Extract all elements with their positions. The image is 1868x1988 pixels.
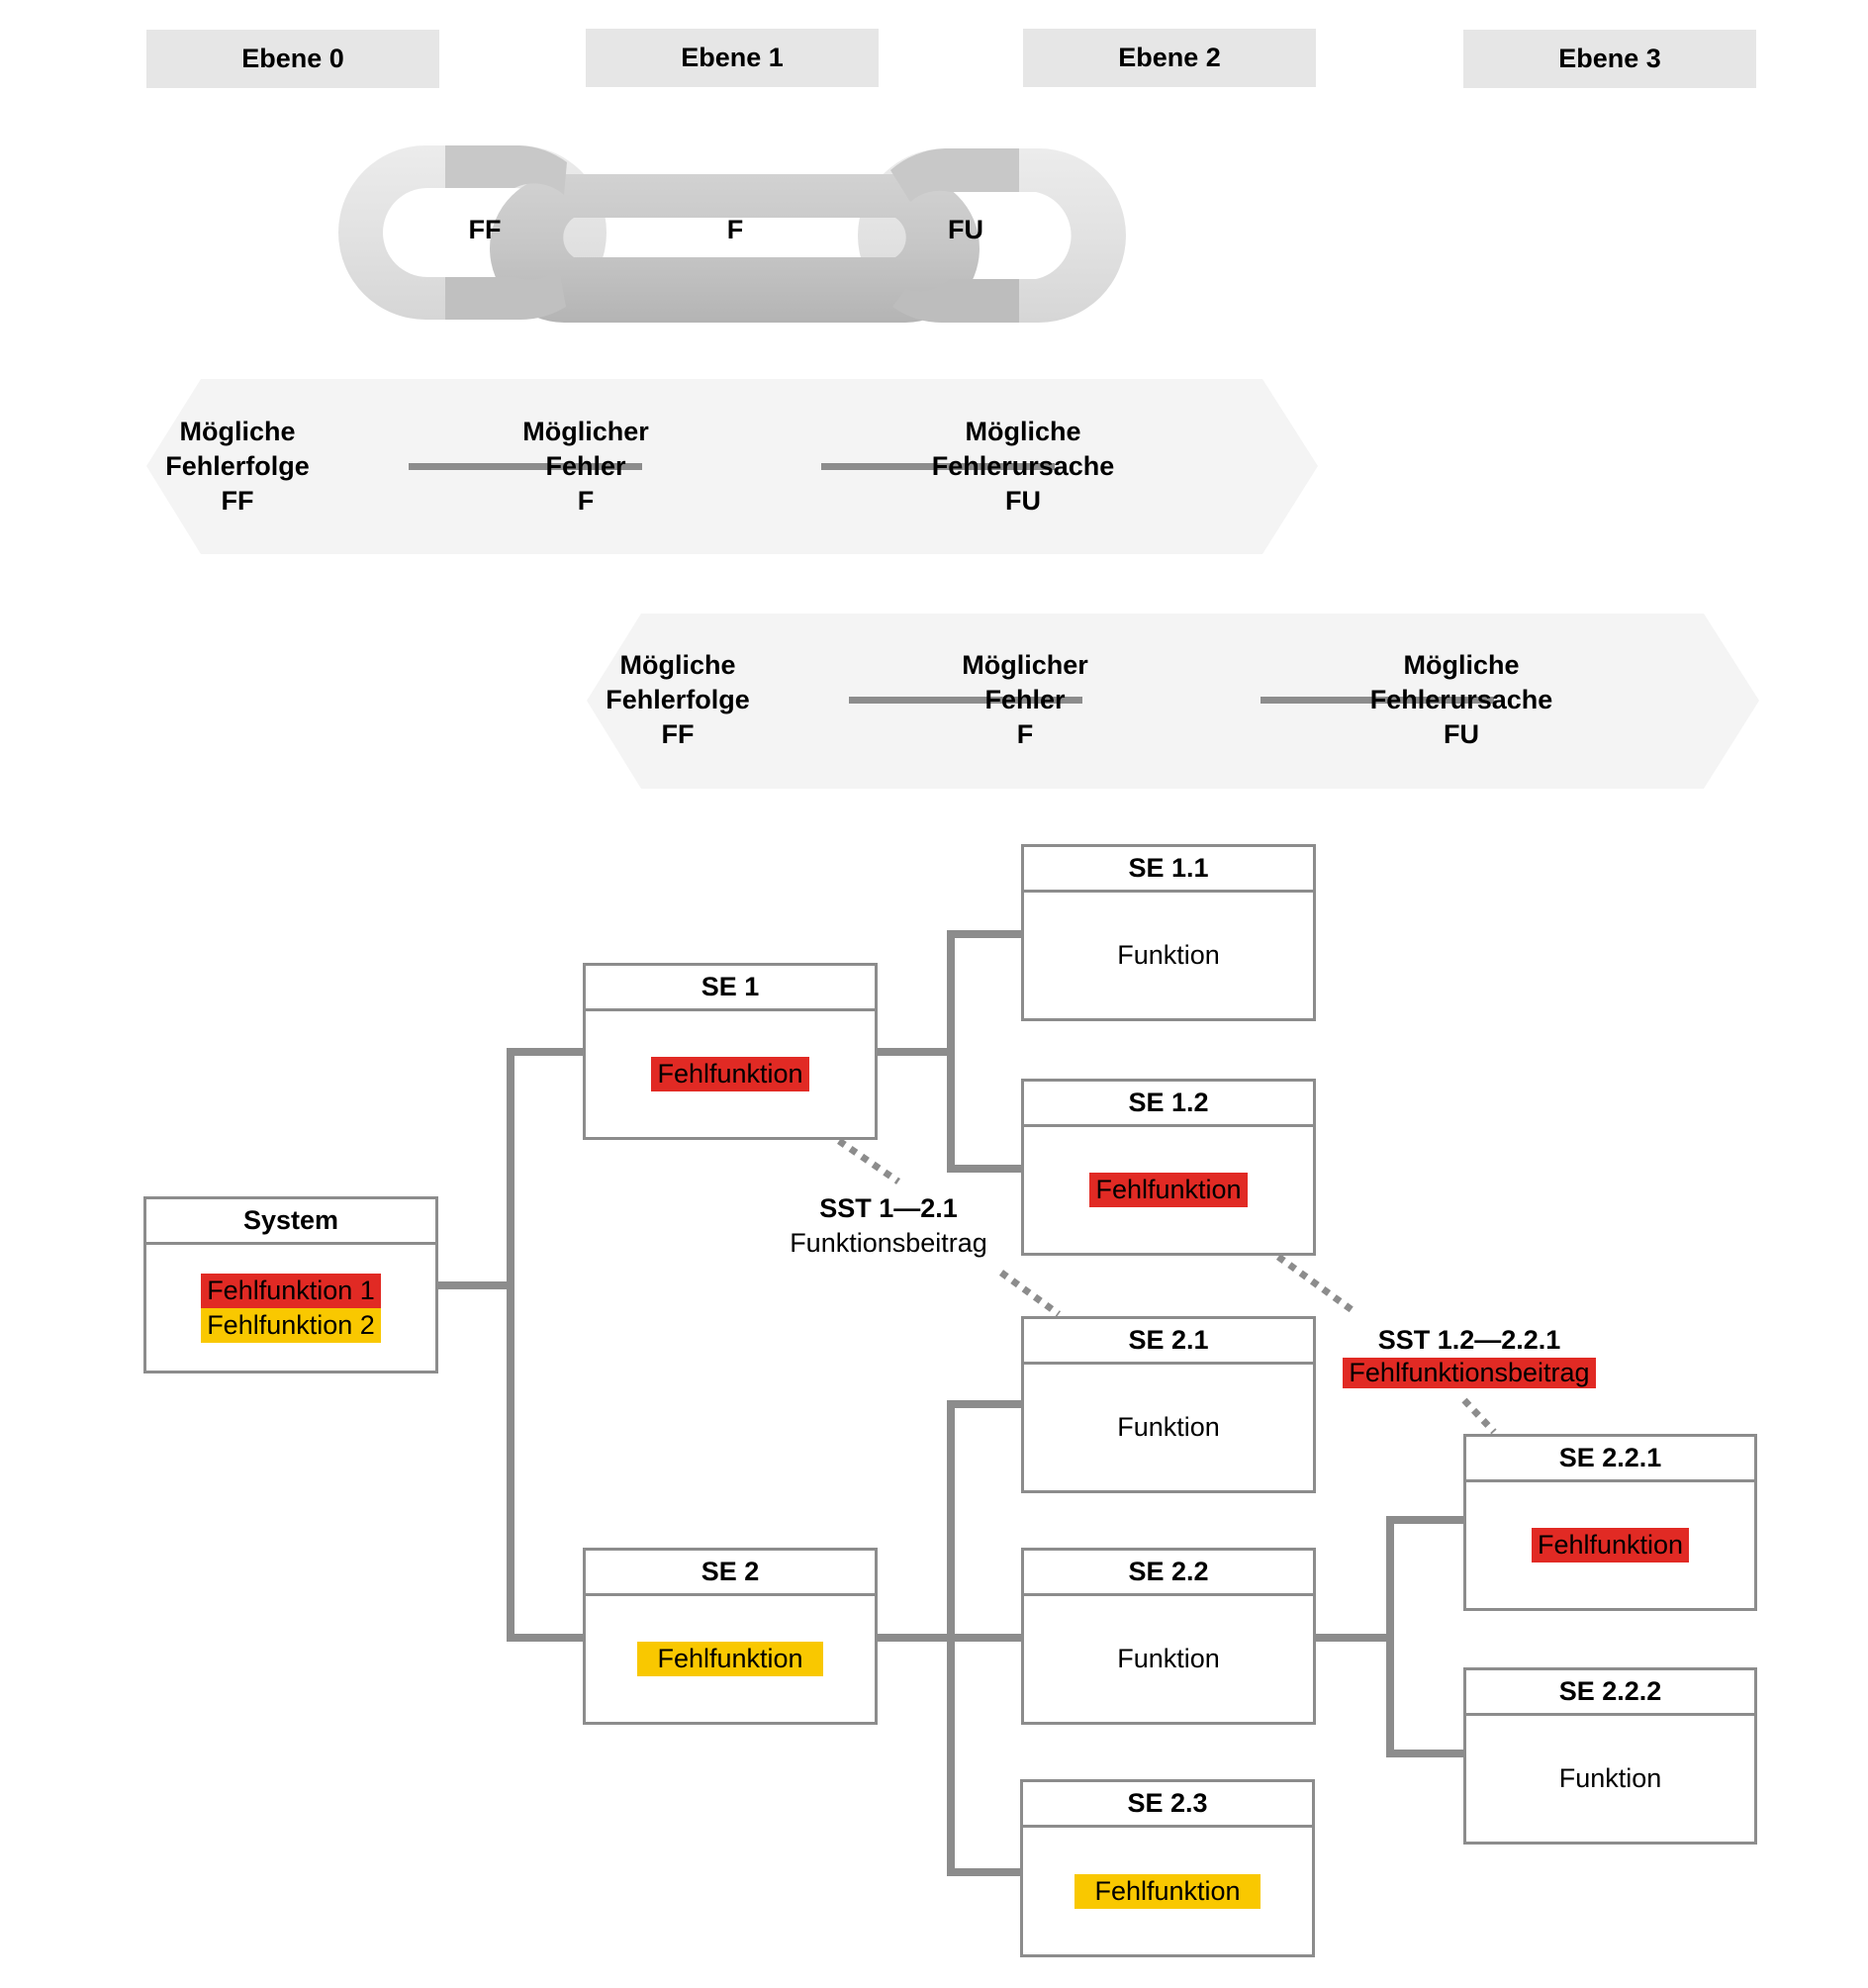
connector-system-trunk — [438, 1281, 514, 1289]
connector-se1-children-trunk — [947, 930, 955, 1173]
node-title: SE 2 — [586, 1551, 875, 1596]
band1-link-line-2 — [821, 463, 1055, 470]
node-function: Fehlfunktion — [1074, 1873, 1261, 1909]
connector-se2-out — [878, 1634, 955, 1642]
node-title: SE 2.3 — [1023, 1782, 1312, 1828]
connector-se22-children-trunk — [1386, 1516, 1394, 1757]
node-function: Funktion — [1117, 1644, 1220, 1673]
chain-link-f: F — [726, 215, 744, 244]
node-se2-2-2[interactable]: SE 2.2.2 Funktion — [1463, 1667, 1757, 1845]
interface-title: SST 1.2—2.2.1 — [1377, 1325, 1561, 1355]
node-title: SE 2.2.2 — [1466, 1670, 1754, 1716]
interface-contribution: Funktionsbeitrag — [790, 1228, 987, 1258]
chain-link-fu: FU — [948, 215, 983, 244]
interface-line-sst1-bottom — [998, 1270, 1062, 1317]
node-function: Fehlfunktion — [1089, 1173, 1248, 1207]
node-title: SE 1.2 — [1024, 1082, 1313, 1127]
connector-se22-out — [1316, 1634, 1394, 1642]
band2-link-line-2 — [1261, 697, 1494, 704]
connector-to-se12 — [947, 1165, 1022, 1173]
connector-se1-out — [878, 1048, 955, 1056]
node-function: Fehlfunktion — [651, 1057, 809, 1091]
node-function: Funktion — [1117, 1412, 1220, 1442]
connector-to-se1 — [507, 1048, 584, 1056]
node-se1[interactable]: SE 1 Fehlfunktion — [583, 963, 878, 1140]
node-function: Fehlfunktion — [1531, 1528, 1690, 1562]
node-function: Funktion — [1558, 1763, 1662, 1793]
node-title: SE 2.2 — [1024, 1551, 1313, 1596]
connector-to-se21 — [947, 1400, 1022, 1408]
interface-line-sst2-bottom — [1461, 1397, 1497, 1435]
node-function: Funktion — [1117, 940, 1220, 970]
level-header-2: Ebene 2 — [1023, 29, 1316, 87]
connector-to-se222 — [1386, 1750, 1463, 1757]
node-se2-1[interactable]: SE 2.1 Funktion — [1021, 1316, 1316, 1493]
node-system[interactable]: System Fehlfunktion 1 Fehlfunktion 2 — [143, 1196, 438, 1373]
level-header-3: Ebene 3 — [1463, 30, 1756, 88]
interface-title: SST 1—2.1 — [819, 1193, 958, 1223]
interface-line-sst2-top — [1275, 1254, 1356, 1314]
node-title: SE 1 — [586, 966, 875, 1011]
band2-link-line-1 — [849, 697, 1082, 704]
node-title: SE 2.2.1 — [1466, 1437, 1754, 1482]
interface-sst2: SST 1.2—2.2.1 Fehlfunktionsbeitrag — [1321, 1323, 1618, 1388]
node-title: SE 2.1 — [1024, 1319, 1313, 1365]
interface-sst1: SST 1—2.1 Funktionsbeitrag — [740, 1191, 1037, 1261]
node-title: System — [146, 1199, 435, 1245]
connector-to-se22 — [947, 1634, 1022, 1642]
level-header-0: Ebene 0 — [146, 30, 439, 88]
node-se2-2[interactable]: SE 2.2 Funktion — [1021, 1548, 1316, 1725]
node-se1-2[interactable]: SE 1.2 Fehlfunktion — [1021, 1079, 1316, 1256]
node-se2[interactable]: SE 2 Fehlfunktion — [583, 1548, 878, 1725]
connector-to-se11 — [947, 930, 1022, 938]
failure-function-2: Fehlfunktion 2 — [201, 1307, 381, 1343]
band1-link-line-1 — [409, 463, 642, 470]
interface-contribution: Fehlfunktionsbeitrag — [1343, 1358, 1596, 1388]
chain-link-ff: FF — [468, 215, 502, 244]
node-title: SE 1.1 — [1024, 847, 1313, 893]
node-se2-3[interactable]: SE 2.3 Fehlfunktion — [1020, 1779, 1315, 1957]
connector-to-se221 — [1386, 1516, 1463, 1524]
node-function: Fehlfunktion — [637, 1642, 823, 1676]
node-se1-1[interactable]: SE 1.1 Funktion — [1021, 844, 1316, 1021]
chain-icon — [338, 145, 1126, 324]
connector-to-se23 — [947, 1868, 1022, 1876]
failure-function-1: Fehlfunktion 1 — [201, 1273, 381, 1308]
interface-line-sst1-top — [837, 1138, 900, 1184]
node-se2-2-1[interactable]: SE 2.2.1 Fehlfunktion — [1463, 1434, 1757, 1611]
level-header-1: Ebene 1 — [586, 29, 879, 87]
chain-illustration: FF F FU — [336, 141, 1128, 325]
connector-to-se2 — [507, 1634, 584, 1642]
connector-level1-trunk — [507, 1048, 514, 1642]
